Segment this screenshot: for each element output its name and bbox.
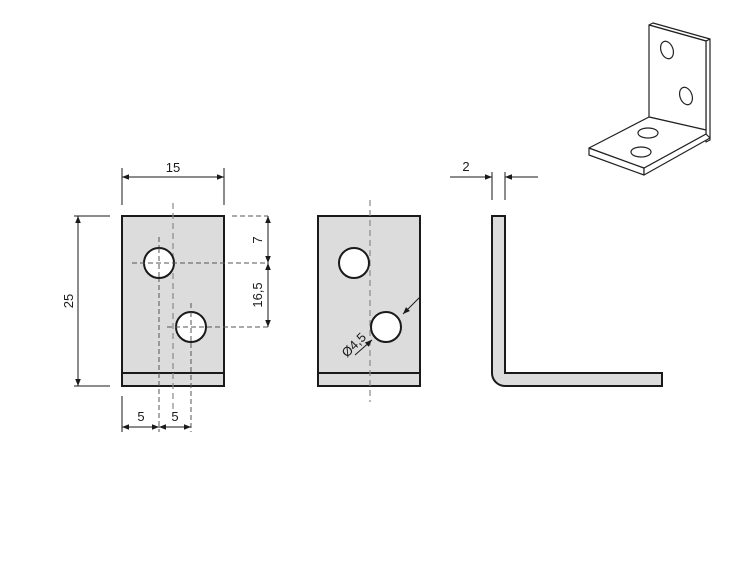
diameter-leader: [354, 339, 373, 356]
iso-vertical-face: [648, 24, 707, 131]
second-plate: [317, 215, 421, 387]
hole-bottom: [370, 311, 402, 343]
front-plate: [121, 215, 225, 387]
hole-top: [338, 247, 370, 279]
dim-hole-spacing-h-label: 5: [171, 409, 178, 424]
iso-base-face: [588, 116, 707, 169]
dim-hole-left-label: 5: [137, 409, 144, 424]
iso-hole: [678, 86, 694, 106]
dim-thickness-label: 2: [462, 159, 469, 174]
dim-hole-top-label: 7: [250, 236, 265, 243]
profile-view: 2: [450, 159, 663, 387]
dim-width-label: 15: [166, 160, 180, 175]
front-view: 15 25 7 16,5 5 5: [61, 160, 271, 432]
bracket-profile: [491, 215, 663, 387]
diameter-leader: [402, 296, 421, 315]
second-view: Ø4,5: [317, 200, 421, 402]
iso-hole: [630, 146, 652, 158]
iso-hole: [637, 127, 659, 139]
isometric-view: [588, 22, 711, 176]
dim-hole-spacing-v-label: 16,5: [250, 282, 265, 307]
dim-height-label: 25: [61, 294, 76, 308]
iso-hole: [659, 40, 675, 60]
